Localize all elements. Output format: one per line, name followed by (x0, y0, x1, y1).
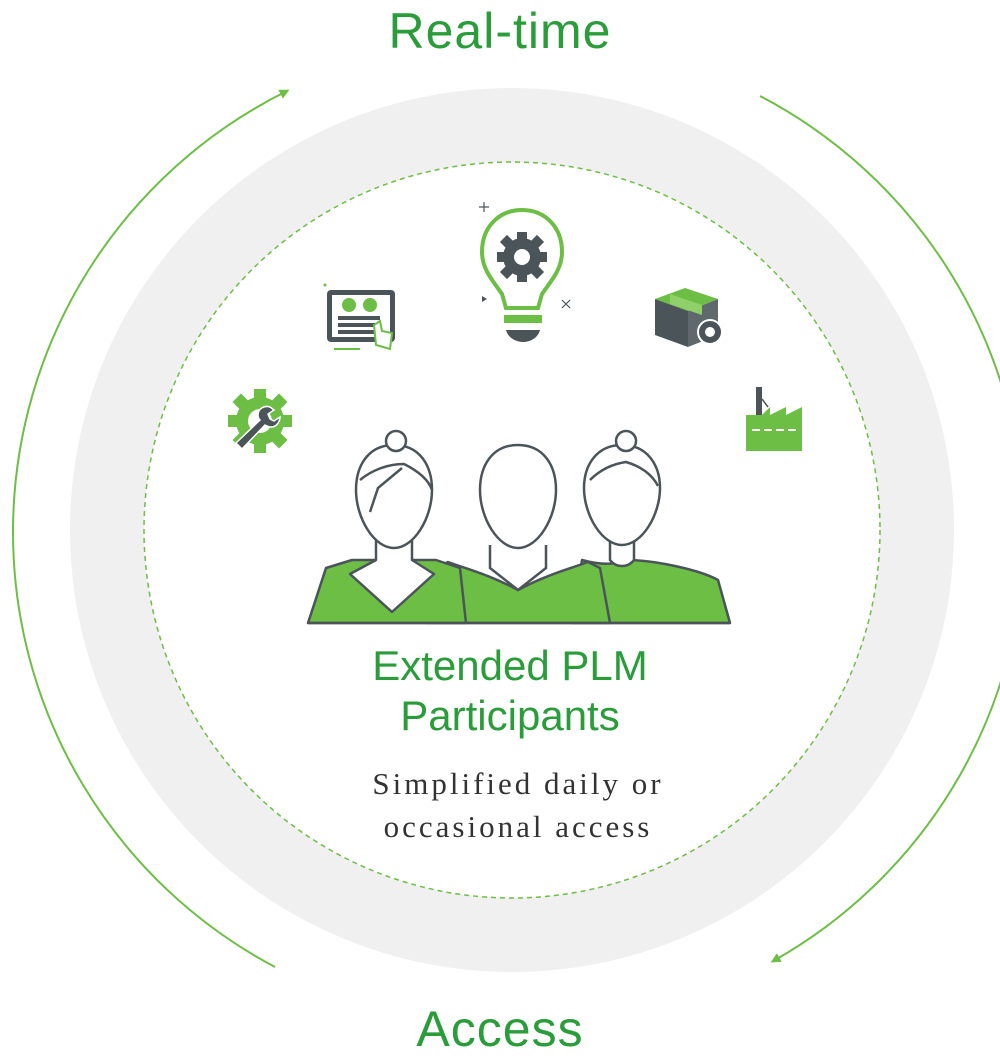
center-title-line2: Participants (400, 692, 620, 739)
center-title-line1: Extended PLM (372, 642, 648, 689)
center-subtitle-line1: Simplified daily or (372, 766, 664, 801)
people-group-icon (306, 429, 732, 625)
monitor-touch-icon (323, 283, 395, 351)
cycle-arrow-right (759, 95, 1000, 963)
cycle-arrow-left (12, 89, 290, 968)
center-subtitle-line2: occasional access (383, 809, 653, 844)
factory-icon (746, 387, 802, 451)
gear-wrench-icon (228, 389, 292, 453)
bottom-label: Access (416, 1001, 584, 1057)
package-gear-icon (655, 288, 723, 347)
lightbulb-gear-icon (479, 202, 571, 342)
top-label: Real-time (388, 3, 612, 59)
